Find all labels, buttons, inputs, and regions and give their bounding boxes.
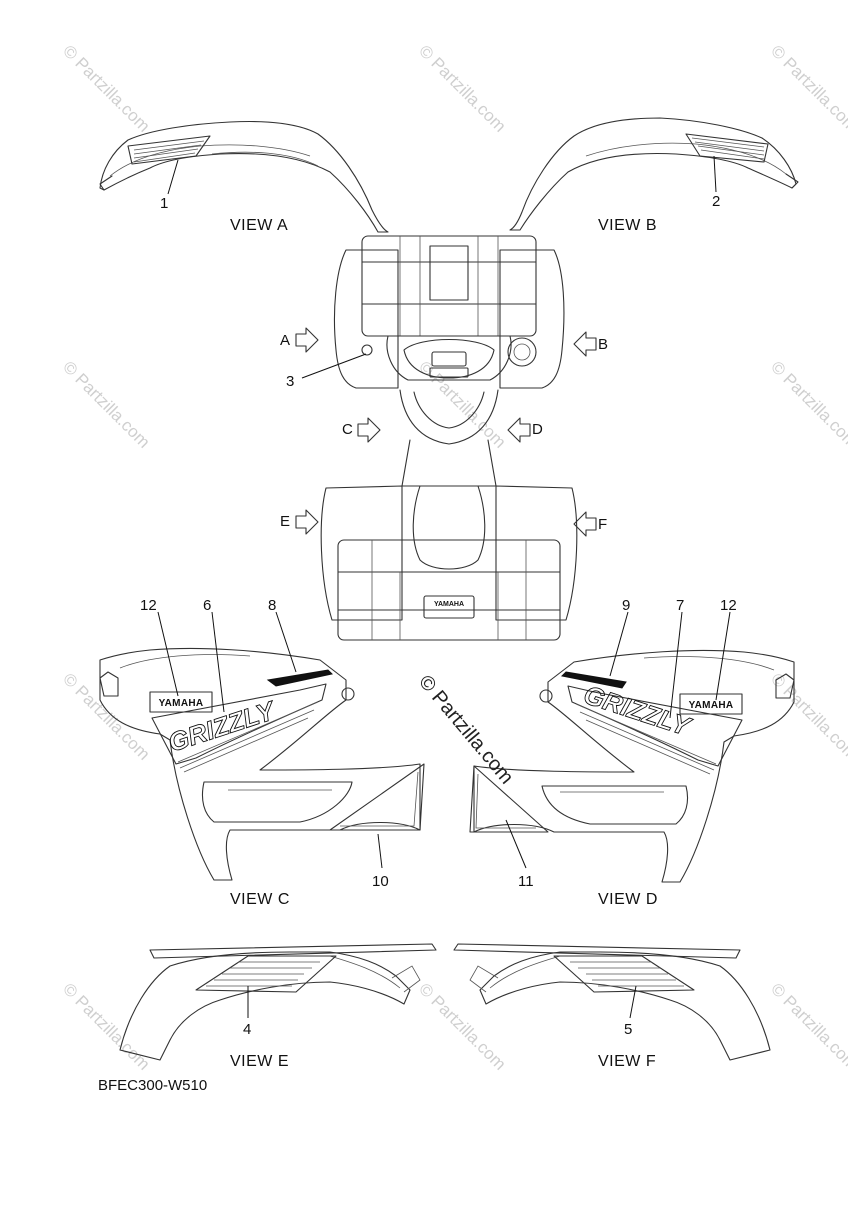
svg-text:A: A xyxy=(280,332,290,349)
callout-11: 11 xyxy=(518,873,534,890)
watermark-text: © Partzilla.com xyxy=(59,41,153,135)
view-d-arrow: D xyxy=(507,417,543,443)
leader-line-6 xyxy=(211,611,225,713)
svg-text:F: F xyxy=(598,516,607,533)
decal-6-left xyxy=(151,683,327,765)
decal-10 xyxy=(329,763,425,831)
view-f-arrow: F xyxy=(573,511,607,537)
watermark-layer: © Partzilla.com © Partzilla.com © Partzi… xyxy=(59,41,848,1073)
view-d-right-side-panel: YAMAHA GRIZZLY 9 7 12 11 VIEW D xyxy=(469,597,795,908)
watermark-text: © Partzilla.com xyxy=(767,357,848,451)
rack-brand-emblem: YAMAHA xyxy=(434,601,464,608)
view-b-front-right-fender: 2 VIEW B xyxy=(509,117,799,234)
view-a-arrow: A xyxy=(280,327,319,353)
view-e-arrow: E xyxy=(280,509,319,535)
view-a-front-left-fender: 1 VIEW A xyxy=(99,120,389,234)
watermark-text: © Partzilla.com xyxy=(59,357,153,451)
leader-line-2 xyxy=(713,155,717,193)
svg-text:E: E xyxy=(280,513,290,530)
decal-11 xyxy=(469,765,549,833)
svg-text:D: D xyxy=(532,421,543,438)
decal-12-left-text: YAMAHA xyxy=(159,698,204,709)
callout-7: 7 xyxy=(676,597,684,614)
callout-9: 9 xyxy=(622,597,630,614)
watermark-text: © Partzilla.com xyxy=(59,979,153,1073)
view-d-label: VIEW D xyxy=(598,891,658,908)
leader-line-1 xyxy=(167,159,179,195)
leader-line-3 xyxy=(301,353,367,379)
callout-12-left: 12 xyxy=(140,597,157,614)
watermark-text: © Partzilla.com xyxy=(59,669,153,763)
view-a-label: VIEW A xyxy=(230,217,288,234)
atv-top-view: YAMAHA 3 A B C D E F xyxy=(280,235,608,641)
leader-line-10 xyxy=(377,833,383,869)
view-c-label: VIEW C xyxy=(230,891,290,908)
watermark-text: © Partzilla.com xyxy=(415,979,509,1073)
decal-5 xyxy=(553,955,695,993)
callout-4: 4 xyxy=(243,1021,251,1038)
view-b-arrow: B xyxy=(573,331,608,357)
leader-line-5 xyxy=(629,985,637,1019)
view-b-label: VIEW B xyxy=(598,217,657,234)
callout-6: 6 xyxy=(203,597,211,614)
decal-8-left xyxy=(266,669,334,687)
watermark-text: © Partzilla.com xyxy=(767,669,848,763)
decal-4 xyxy=(195,955,337,993)
watermark-text: © Partzilla.com xyxy=(767,979,848,1073)
part-code-label: BFEC300-W510 xyxy=(98,1077,207,1094)
leader-line-12-left xyxy=(157,611,179,697)
view-f-rear-right-fender: 5 VIEW F xyxy=(453,943,771,1070)
view-f-label: VIEW F xyxy=(598,1053,656,1070)
leader-line-12-right xyxy=(715,611,731,701)
callout-1: 1 xyxy=(160,195,168,212)
leader-line-11 xyxy=(505,819,527,869)
decal-9-right xyxy=(560,671,627,689)
callout-5: 5 xyxy=(624,1021,632,1038)
callout-8: 8 xyxy=(268,597,276,614)
svg-text:B: B xyxy=(598,336,608,353)
view-c-arrow: C xyxy=(342,417,381,443)
view-e-label: VIEW E xyxy=(230,1053,289,1070)
leader-line-8 xyxy=(275,611,297,673)
decal-12-right-text: YAMAHA xyxy=(689,700,734,711)
decal-7-right xyxy=(567,685,743,767)
callout-10: 10 xyxy=(372,873,389,890)
callout-2: 2 xyxy=(712,193,720,210)
svg-text:C: C xyxy=(342,421,353,438)
leader-line-9 xyxy=(609,611,629,677)
callout-3: 3 xyxy=(286,373,294,390)
view-e-rear-left-fender: 4 VIEW E xyxy=(119,943,437,1070)
decal-7-model-text: GRIZZLY xyxy=(580,679,696,742)
watermark-text: © Partzilla.com xyxy=(767,41,848,135)
center-watermark: © Partzilla.com xyxy=(414,671,517,788)
watermark-text: © Partzilla.com xyxy=(415,41,509,135)
leader-line-7 xyxy=(669,611,683,719)
callout-12-right: 12 xyxy=(720,597,737,614)
